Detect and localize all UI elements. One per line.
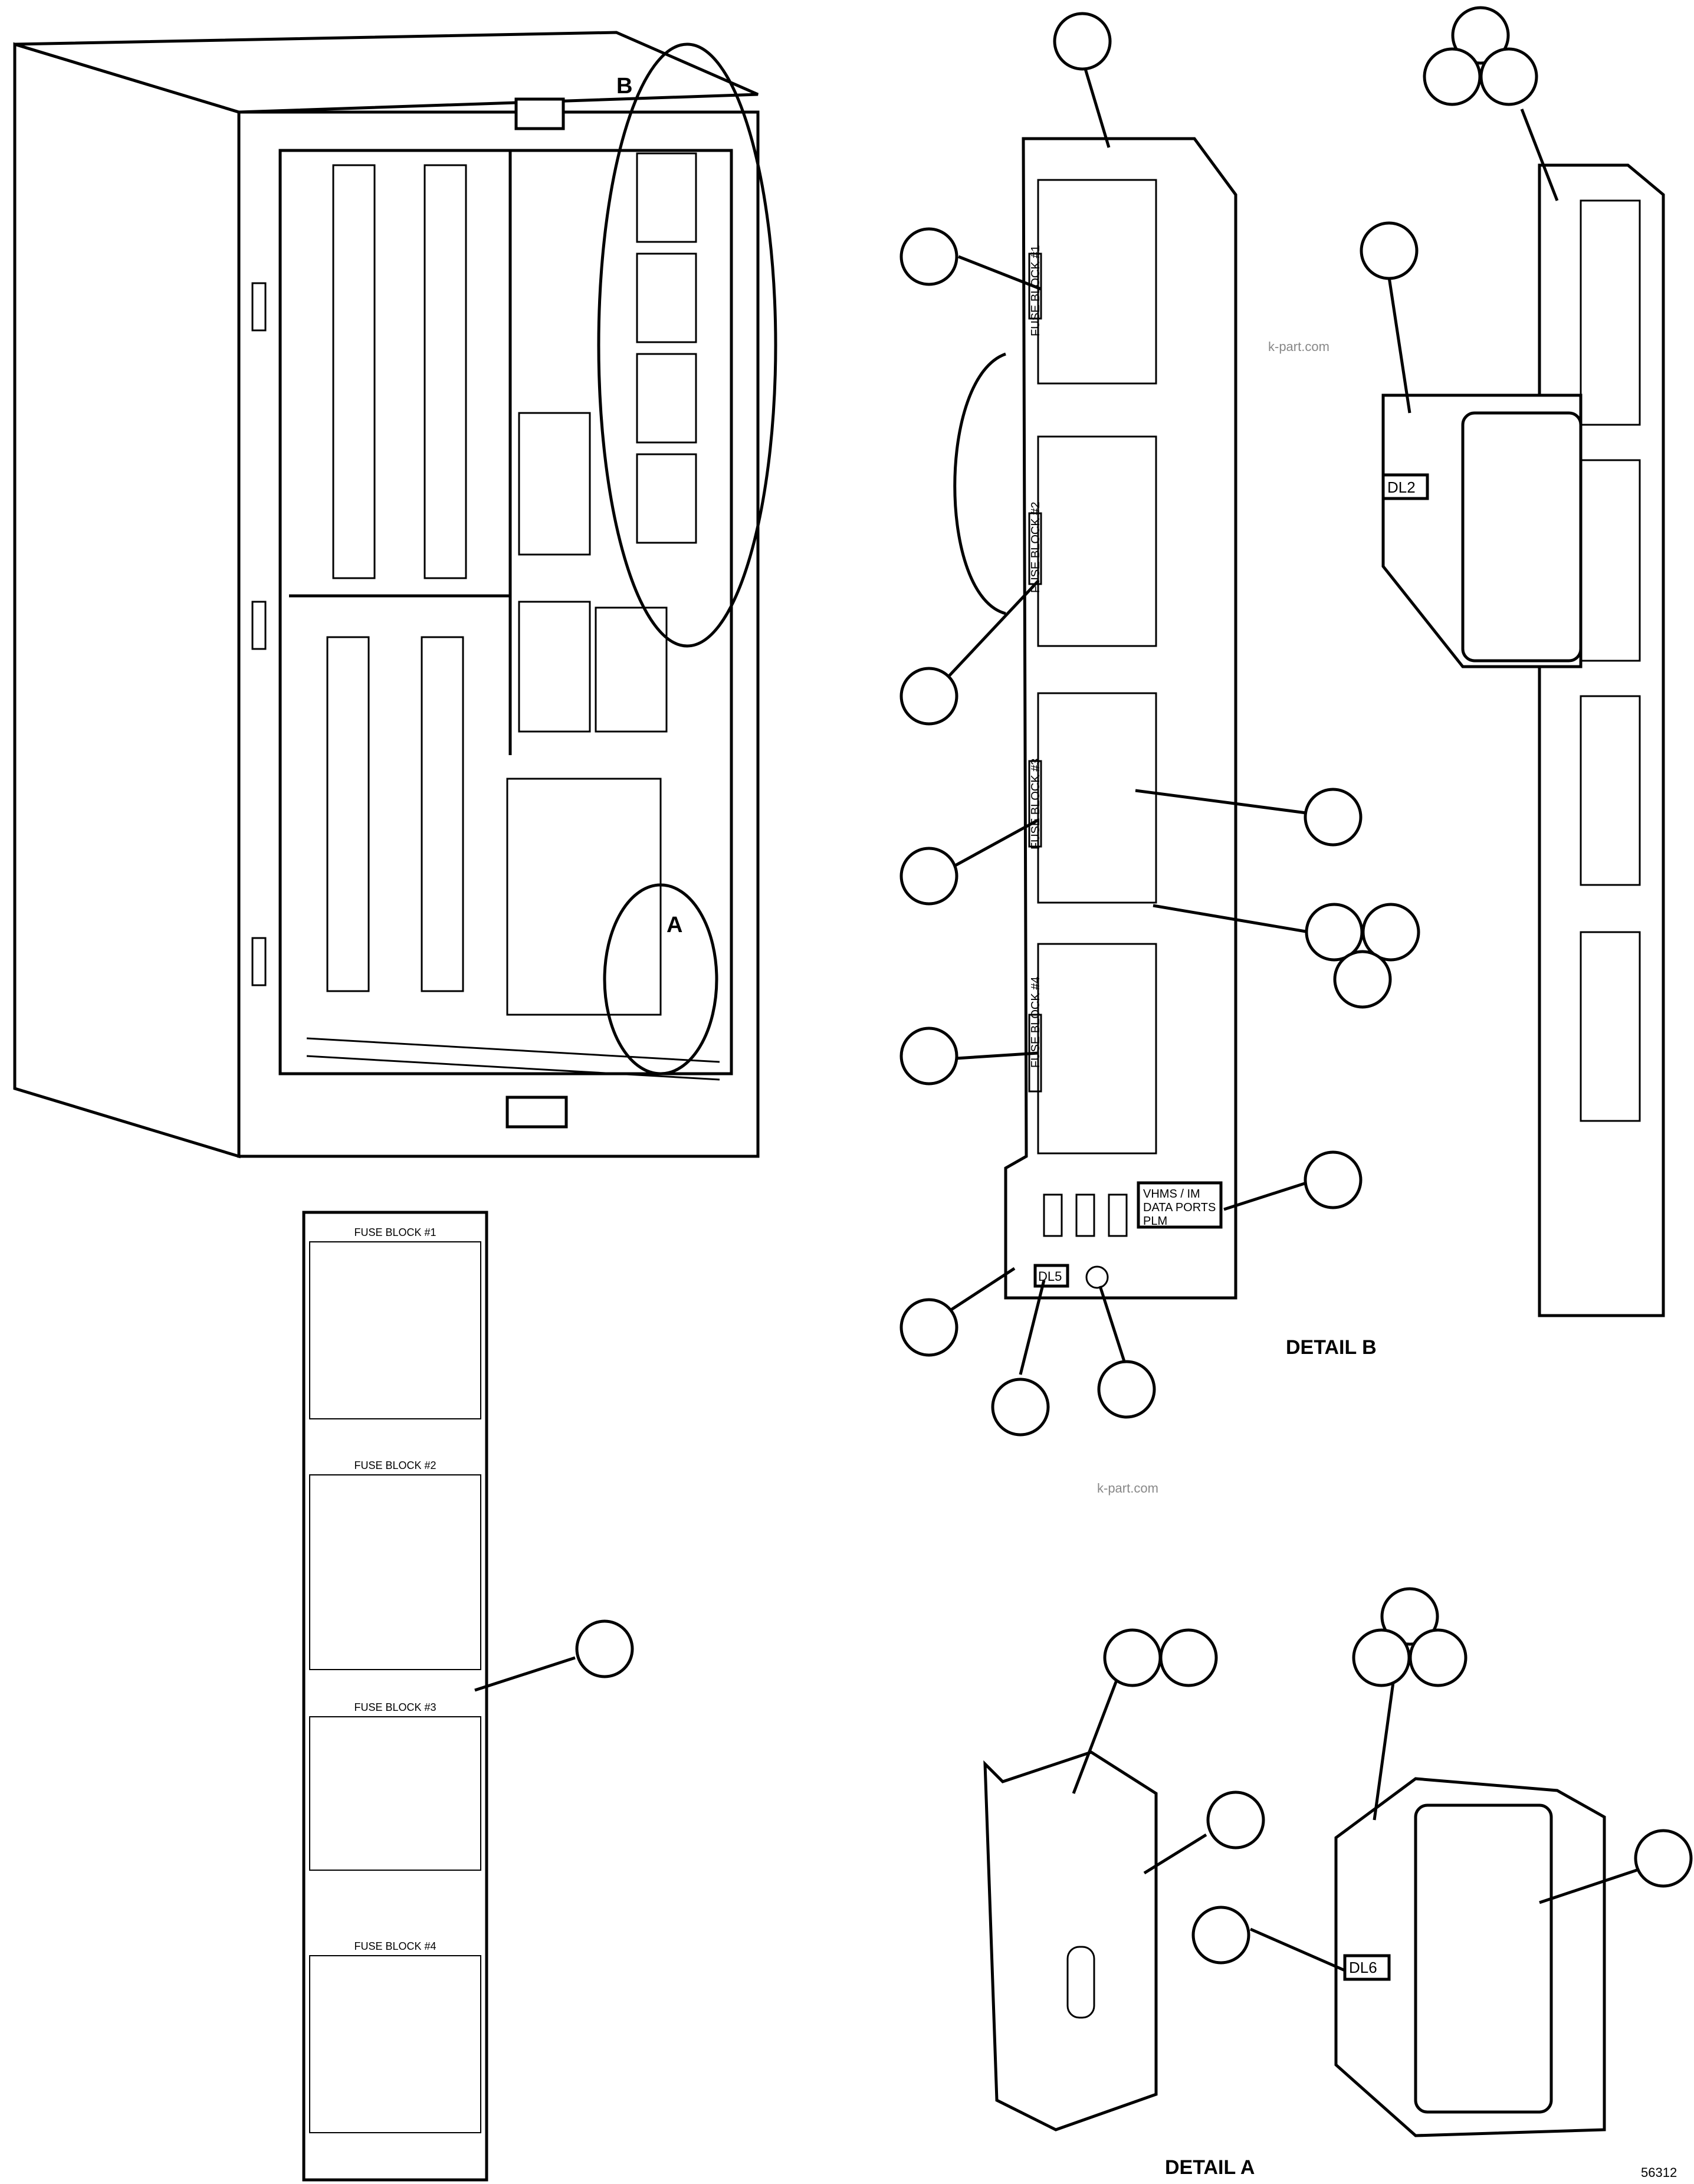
chart-heading-1: FUSE BLOCK #1	[354, 1227, 436, 1238]
callout-balloon	[899, 1027, 958, 1086]
detail-b-title: DETAIL B	[1286, 1336, 1377, 1359]
watermark-1: k-part.com	[1268, 339, 1329, 354]
callout-balloon	[1097, 1360, 1156, 1419]
callout-balloon	[1479, 47, 1538, 106]
view-a-letter: A	[667, 913, 682, 937]
dl2-label: DL2	[1387, 478, 1416, 496]
fuse-block-4-label: FUSE BLOCK #4	[1029, 976, 1042, 1068]
callout-balloon	[1380, 1587, 1439, 1646]
fuse-block-3-label: FUSE BLOCK #3	[1029, 758, 1042, 850]
cabinet-view: B A	[13, 31, 777, 1159]
callout-balloon	[1423, 47, 1482, 106]
callout-balloon	[1360, 221, 1419, 280]
callout-balloon	[1191, 1906, 1250, 1965]
data-ports-text-2: DATA PORTS	[1143, 1201, 1216, 1214]
detail-a-bracket	[983, 1750, 1158, 2131]
chart-heading-2: FUSE BLOCK #2	[354, 1460, 436, 1471]
chart-heading-4: FUSE BLOCK #4	[354, 1940, 436, 1952]
dl5-label: DL5	[1038, 1269, 1062, 1284]
callout-balloon	[1206, 1791, 1265, 1849]
callout-balloon	[1634, 1829, 1693, 1888]
callout-balloon	[1159, 1628, 1218, 1687]
callout-balloon	[1409, 1628, 1468, 1687]
callout-balloon	[899, 667, 958, 726]
chart-heading-3: FUSE BLOCK #3	[354, 1701, 436, 1713]
callout-balloon	[1333, 950, 1392, 1009]
fuse-block-1-label: FUSE BLOCK #1	[1029, 245, 1042, 336]
detail-a-title: DETAIL A	[1165, 2156, 1255, 2179]
callout-balloons	[575, 6, 1693, 1965]
callout-balloon	[899, 227, 958, 286]
figure-number: 56312	[1641, 2165, 1677, 2180]
dl6-label: DL6	[1349, 1959, 1377, 1976]
callout-balloon	[899, 1298, 958, 1357]
callout-balloon	[991, 1378, 1050, 1437]
callout-balloon	[1352, 1628, 1411, 1687]
callout-balloon	[1451, 6, 1510, 65]
callout-balloon	[575, 1619, 634, 1678]
detail-a-module: DL6	[1334, 1777, 1606, 2137]
fuse-block-2-label: FUSE BLOCK #2	[1029, 501, 1042, 593]
watermark-2: k-part.com	[1097, 1481, 1158, 1496]
callout-balloon	[1361, 903, 1420, 962]
callout-leaders	[474, 58, 1637, 1972]
callout-balloon	[1304, 788, 1363, 847]
callout-balloon	[1304, 1150, 1363, 1209]
callout-balloon	[1103, 1628, 1162, 1687]
data-ports-text-1: VHMS / IM	[1143, 1188, 1200, 1201]
view-b-letter: B	[616, 74, 632, 99]
fuse-chart-sheet: FUSE BLOCK #1 FUSE BLOCK #2 FUSE BLOCK #…	[302, 1211, 488, 2182]
data-ports-text-3: PLM	[1143, 1215, 1167, 1228]
callout-balloon	[1053, 12, 1112, 71]
callout-balloon	[899, 847, 958, 906]
detail-b-panel: FUSE BLOCK #1 FUSE BLOCK #2 FUSE BLOCK #…	[953, 137, 1237, 1300]
detail-b-side-view: DL2	[1381, 163, 1665, 1317]
